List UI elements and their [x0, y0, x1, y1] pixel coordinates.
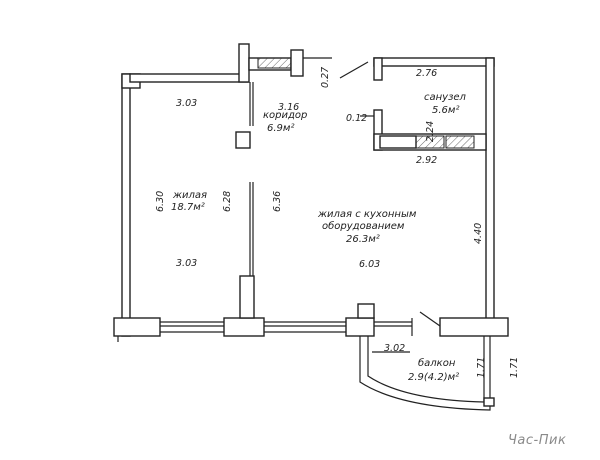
corridor-notch-right: [290, 49, 304, 77]
corridor-name: коридор: [263, 110, 307, 121]
room-labels: коридор 6.9м² жилая 18.7м² жилая с кухон…: [171, 92, 467, 383]
dim-living-right: 6.28: [222, 191, 233, 212]
partition-column: [235, 131, 251, 149]
kitchen-living-name-2: оборудованием: [322, 220, 405, 232]
dim-corridor-width: 3.16: [278, 102, 299, 113]
dim-balcony-side-b: 1.71: [509, 357, 520, 378]
living-area: 18.7м²: [171, 202, 205, 213]
balcony-door-leaf: [419, 311, 441, 327]
outer-walls: [113, 43, 509, 337]
dimension-ticks: [117, 336, 410, 353]
dim-bath-offset: 0.12: [346, 113, 367, 124]
dim-living-bottom: 3.03: [176, 258, 197, 269]
corridor-notch-hatch: [257, 57, 293, 69]
kitchen-living-area: 26.3м²: [346, 234, 380, 245]
living-name: жилая: [172, 190, 207, 201]
watermark: Час-Пик: [508, 433, 566, 448]
dim-living-left: 6.30: [155, 191, 166, 212]
kitchen-living-name-1: жилая с кухонным: [317, 209, 417, 220]
bottom-mid-block: [223, 317, 265, 337]
dim-bath-top: 2.76: [416, 68, 437, 79]
bath-fixture-a: [379, 135, 417, 149]
right-bottom-block: [439, 317, 509, 337]
top-left-wall: [129, 73, 249, 83]
bath-hatch-b: [445, 135, 475, 149]
dim-bath-bottom: 2.92: [416, 155, 437, 166]
partition-base: [239, 275, 255, 319]
dim-kitchen-right: 4.40: [473, 223, 484, 244]
dim-bath-side: 2.24: [425, 121, 436, 142]
bathroom-name: санузел: [424, 92, 467, 103]
balcony-outline-outer: [359, 336, 491, 411]
dim-corridor-wall: 0.27: [320, 67, 331, 88]
bath-hatch-a: [415, 135, 445, 149]
balcony: [359, 336, 495, 411]
bathroom-area: 5.6м²: [432, 105, 459, 116]
balcony-outline-inner: [367, 336, 485, 403]
bottom-left-block: [113, 317, 161, 337]
bath-top-wall: [373, 57, 495, 67]
balcony-door-post: [357, 303, 375, 319]
left-wall: [121, 73, 131, 337]
dim-kitchen-bottom: 6.03: [359, 259, 380, 270]
dim-balcony-width: 3.02: [384, 343, 405, 354]
corridor-area: 6.9м²: [267, 123, 294, 134]
interior-walls: [235, 82, 487, 319]
dim-balcony-side-a: 1.71: [476, 357, 487, 378]
balcony-area: 2.9(4.2)м²: [408, 372, 459, 383]
entry-door-leaf: [339, 61, 369, 79]
balcony-name: балкон: [418, 357, 456, 369]
corridor-notch-left: [238, 43, 250, 83]
dim-living-top: 3.03: [176, 98, 197, 109]
bath-top-stub: [373, 57, 383, 81]
balcony-end-post: [483, 397, 495, 407]
right-wall: [485, 57, 495, 321]
bottom-right-block: [345, 317, 375, 337]
dimension-labels: 3.03 3.03 3.16 6.03 2.76 2.92 0.12 3.02 …: [155, 67, 520, 378]
dim-kitchen-left: 6.36: [272, 191, 283, 212]
